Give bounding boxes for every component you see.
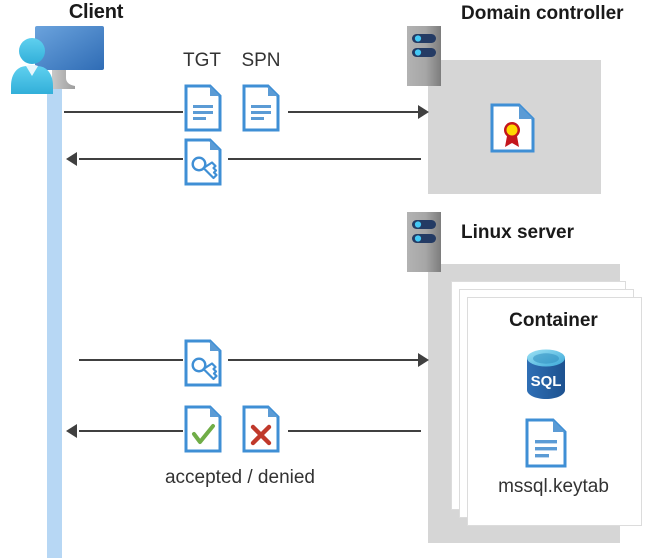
message-3-arrowhead xyxy=(418,353,429,367)
client-label: Client xyxy=(68,1,124,23)
server-rack-icon xyxy=(407,26,441,86)
message-4-line-left xyxy=(79,430,183,432)
message-3-line-right xyxy=(228,359,421,361)
message-1-arrowhead xyxy=(418,105,429,119)
container-label: Container xyxy=(509,310,598,331)
message-2-line-left xyxy=(79,158,183,160)
keytab-document-icon xyxy=(525,418,567,468)
spn-document-icon xyxy=(242,84,280,132)
message-2-arrowhead xyxy=(66,152,77,166)
message-1-line-left xyxy=(64,111,183,113)
client-lifeline xyxy=(47,78,62,558)
message-3-line-left xyxy=(79,359,183,361)
linux-server-label: Linux server xyxy=(461,222,574,243)
tgt-document-icon xyxy=(184,84,222,132)
key-document-icon xyxy=(184,339,222,387)
server-rack-icon xyxy=(407,212,441,272)
domain-controller-label: Domain controller xyxy=(461,3,624,24)
message-2-line-right xyxy=(228,158,421,160)
svg-text:SQL: SQL xyxy=(531,373,562,390)
message-4-line-right xyxy=(288,430,421,432)
keytab-filename-label: mssql.keytab xyxy=(498,476,609,497)
tgt-label: TGT xyxy=(183,50,221,71)
accepted-denied-caption: accepted / denied xyxy=(164,467,315,488)
client-workstation-icon xyxy=(8,22,108,94)
certificate-document-icon xyxy=(490,103,535,153)
key-document-icon xyxy=(184,138,222,186)
cross-document-icon xyxy=(242,405,280,453)
message-4-arrowhead xyxy=(66,424,77,438)
message-1-line-right xyxy=(288,111,421,113)
check-document-icon xyxy=(184,405,222,453)
spn-label: SPN xyxy=(241,50,281,71)
container-card-front xyxy=(467,297,642,526)
sql-database-icon: SQL xyxy=(525,348,567,400)
